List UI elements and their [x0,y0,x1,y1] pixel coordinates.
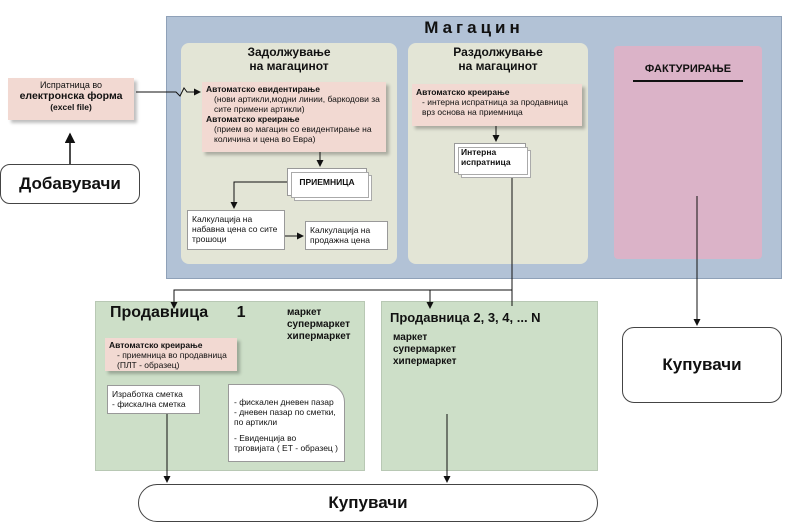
store1-auto-desc: - приемница во продавница (ПЛТ - образец… [117,350,227,370]
purchase-calc-text: Калкулација на набавна цена со сите трош… [192,214,278,244]
receipt-box: ПРИЕМНИЦА [287,168,372,201]
issuing-auto-title: Автоматско креирање [416,87,510,97]
internal-note-text: Интерна испратница [461,147,511,167]
store1-type: маркет [287,307,322,318]
storeN-title: Продавница 2, 3, 4, ... N [390,310,541,325]
sales-calc-box: Калкулација на продажна цена [305,221,388,250]
storeN-panel [381,301,598,471]
receiving-title-line2: на магацинот [249,59,329,73]
storeN-type: маркет [393,332,428,343]
form-to-warehouse-arrow [136,87,201,97]
buyers-right-box: Купувачи [622,327,782,403]
buyers-bottom-label: Купувачи [328,493,408,512]
store1-type: хипермаркет [287,331,351,342]
auto-create-desc: (прием во магацин со евидентирање на кол… [214,124,372,144]
fiscal-line: - фискален дневен пазар [234,397,334,407]
note-to-stores-line [170,168,513,309]
issuing-title-line1: Раздолжување [453,45,543,59]
auto-create-title: Автоматско креирање [206,114,300,124]
auto-record-desc: (нови артикли,модни линии, баркодови за … [214,94,380,114]
store1-invoice-title: Изработка сметка [112,389,183,399]
receipt-to-purchase-arrow [230,181,287,209]
issuing-auto-desc: - интерна испратница за продавница врз о… [422,97,568,117]
suppliers-label: Добавувачи [19,174,121,193]
issuing-title: Раздолжување на магацинот [408,45,588,73]
storeN-type: супермаркет [393,344,456,355]
fiscal-line: - Евиденција во трговијата ( ЕТ - образе… [234,433,338,453]
issuing-auto-box: Автоматско креирање - интерна испратница… [412,84,582,126]
invoicing-title: ФАКТУРИРАЊЕ [644,63,732,75]
electronic-form-line1: Испратница во [39,80,103,90]
fiscal-line: - дневен пазар по сметки, по артикли [234,407,336,427]
receiving-title: Задолжување на магацинот [181,45,397,73]
receipt-label: ПРИЕМНИЦА [299,177,355,187]
buyers-right-label: Купувачи [662,355,742,374]
buyers-bottom-box: Купувачи [138,484,598,522]
store1-auto-title: Автоматско креирање [109,340,203,350]
storeN-types: маркет супермаркет хипермаркет [393,332,457,368]
warehouse-title: Магацин [424,18,524,37]
electronic-form-line2: електронска форма [19,90,123,102]
storeN-type: хипермаркет [393,356,457,367]
suppliers-box: Добавувачи [0,164,140,204]
storeN-branch-arrow [426,289,512,309]
store1-type: супермаркет [287,319,350,330]
receiving-auto-box: Автоматско евидентирање (нови артикли,мо… [202,82,386,152]
sales-calc-text: Калкулација на продажна цена [310,225,371,245]
store1-number: 1 [236,304,246,321]
store1-auto-box: Автоматско креирање - приемница во прода… [105,338,237,371]
receiving-title-line1: Задолжување [247,45,331,59]
issuing-title-line2: на магацинот [458,59,538,73]
electronic-form-box: Испратница во електронска форма (excel f… [8,78,134,120]
store1-invoice-desc: - фискална сметка [112,399,186,409]
store1-types: маркет супермаркет хипермаркет [287,307,351,343]
internal-note-box: Интерна испратница [454,143,531,178]
auto-record-title: Автоматско евидентирање [206,84,320,94]
invoicing-underline [633,80,743,82]
store1-fiscal-box: - фискален дневен пазар - дневен пазар п… [228,384,345,462]
electronic-form-line3: (excel file) [50,102,92,112]
store1-title: Продавница 1 [110,304,246,322]
store1-title-text: Продавница [110,304,209,321]
purchase-calc-box: Калкулација на набавна цена со сите трош… [187,210,285,250]
store1-invoice-box: Изработка сметка - фискална сметка [107,385,200,414]
